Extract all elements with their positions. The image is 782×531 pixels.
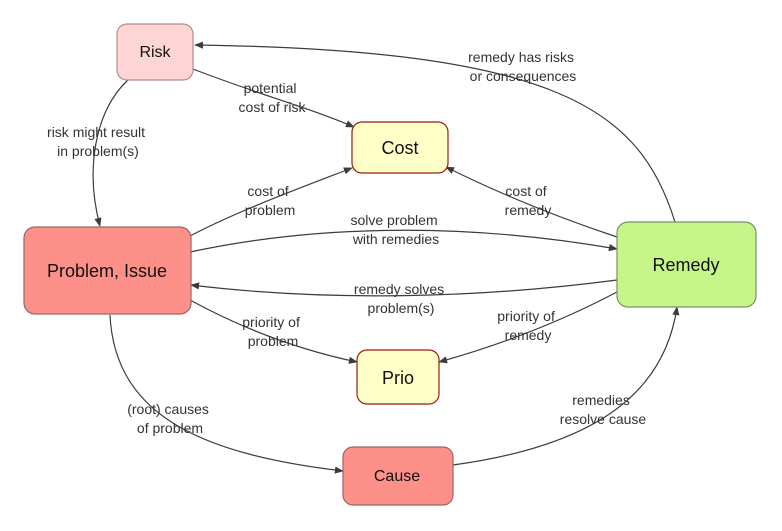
node-cause-box [342, 446, 454, 506]
node-cause: Cause [342, 446, 454, 506]
node-problem: Problem, Issue [23, 226, 192, 315]
edge-problem-to-cost: cost of problem [189, 167, 353, 237]
edge-label-remedy-to-cost: cost of remedy [505, 183, 552, 218]
node-risk: Risk [116, 23, 194, 81]
edge-label-remedy-to-prio: priority of remedy [497, 308, 558, 343]
node-problem-box [23, 226, 192, 315]
node-risk-label: Risk [139, 44, 171, 61]
node-cause-label: Cause [374, 468, 420, 485]
node-cost-box [351, 121, 449, 174]
edges: remedy has risks or consequences potenti… [47, 41, 680, 474]
edge-cause-to-remedy: remedies resolve cause [452, 306, 680, 466]
edge-risk-to-problem: risk might result in problem(s) [47, 79, 149, 227]
edge-label-problem-to-cost: cost of problem [245, 183, 296, 218]
node-risk-box [116, 23, 194, 81]
node-prio-label: Prio [382, 368, 414, 388]
edge-label-problem-to-cause: (root) causes of problem [127, 401, 213, 436]
node-prio-box [356, 349, 440, 405]
edge-remedy-to-problem: remedy solves problem(s) [190, 279, 618, 316]
node-remedy-box [616, 221, 757, 308]
edge-risk-to-cost: potential cost of risk [192, 68, 355, 128]
node-cost-label: Cost [381, 138, 418, 158]
edge-remedy-to-cost: cost of remedy [445, 166, 618, 238]
edge-label-cause-to-remedy: remedies resolve cause [560, 392, 647, 427]
node-remedy-label: Remedy [652, 255, 719, 275]
edge-problem-to-cause: (root) causes of problem [109, 314, 344, 474]
edge-problem-to-remedy: solve problem with remedies [189, 212, 618, 253]
node-prio: Prio [356, 349, 440, 405]
nodes: Risk Cost Problem, Issue Remedy Prio Cau… [23, 23, 757, 506]
edge-label-problem-to-prio: priority of problem [242, 314, 303, 349]
edge-remedy-to-prio: priority of remedy [438, 291, 618, 364]
edge-label-remedy-to-problem: remedy solves problem(s) [354, 281, 448, 316]
edge-remedy-to-risk: remedy has risks or consequences [194, 41, 676, 223]
edge-problem-to-prio: priority of problem [189, 299, 358, 364]
node-remedy: Remedy [616, 221, 757, 308]
edge-label-risk-to-problem: risk might result in problem(s) [47, 124, 149, 159]
edge-label-remedy-to-risk: remedy has risks or consequences [468, 49, 578, 84]
edge-label-problem-to-remedy: solve problem with remedies [350, 212, 441, 247]
edge-label-risk-to-cost: potential cost of risk [239, 80, 307, 115]
node-problem-label: Problem, Issue [47, 261, 167, 281]
node-cost: Cost [351, 121, 449, 174]
